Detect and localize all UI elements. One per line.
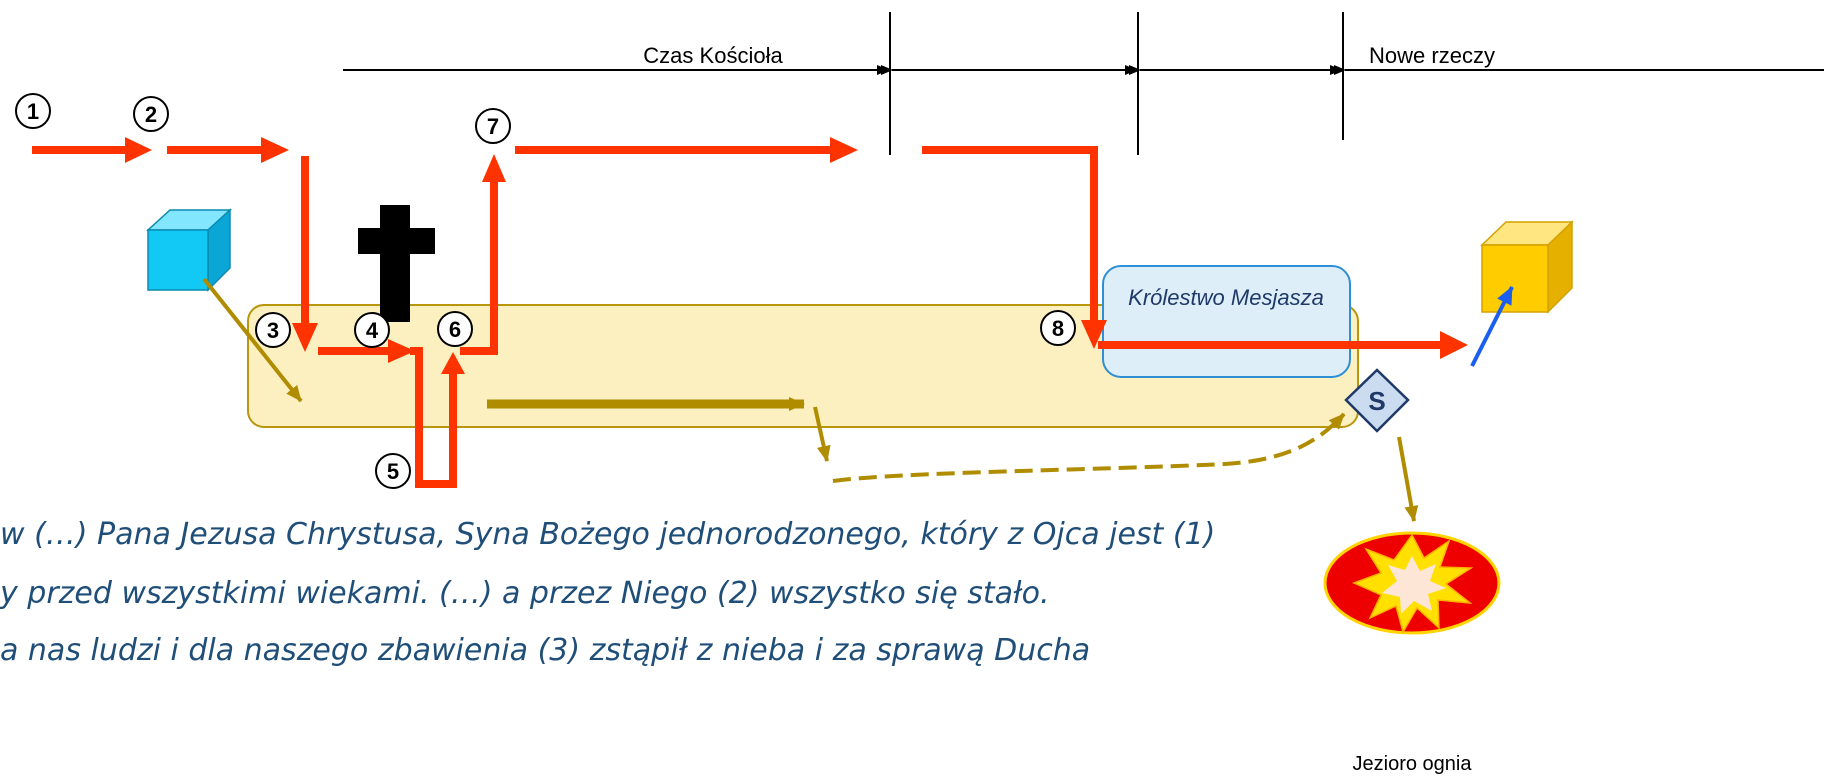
lake-of-fire-icon <box>1323 531 1501 635</box>
satan-badge-letter: S <box>1368 386 1385 416</box>
messianic-kingdom-box <box>1102 265 1351 378</box>
olive-fall-path <box>202 277 1419 522</box>
step-marker-2: 2 <box>133 96 169 132</box>
step-marker-6: 6 <box>437 311 473 347</box>
satan-badge: S <box>1344 368 1410 433</box>
svg-text:3: 3 <box>267 318 279 343</box>
svg-text:7: 7 <box>487 114 499 139</box>
step-marker-4: 4 <box>354 312 390 348</box>
satan-to-lake-arrow <box>1397 436 1419 522</box>
timeline: Czas Kościoła Nowe rzeczy <box>343 12 1824 155</box>
red-christ-path <box>32 137 1468 488</box>
messianic-kingdom-label: Królestwo Mesjasza <box>1128 285 1324 310</box>
dashed-path-to-satan <box>832 412 1346 483</box>
step-marker-7: 7 <box>475 108 511 144</box>
step-marker-3: 3 <box>255 312 291 348</box>
new-creation-cube-icon <box>1480 220 1574 314</box>
svg-text:4: 4 <box>366 318 379 343</box>
svg-text:2: 2 <box>145 102 157 127</box>
creed-line-3: a nas ludzi i dla naszego zbawienia (3) … <box>0 633 1091 668</box>
restoration-arrow <box>1470 286 1514 367</box>
step-marker-1: 1 <box>15 93 51 129</box>
step-marker-8: 8 <box>1040 310 1076 346</box>
drop-arrow <box>813 406 831 462</box>
lake-of-fire-label: Jezioro ognia <box>1353 753 1473 775</box>
new-things-label: Nowe rzeczy <box>1369 43 1495 68</box>
fall-arrow <box>202 277 303 403</box>
creed-line-2: y przed wszystkimi wiekami. (…) a przez … <box>0 576 1050 611</box>
svg-text:8: 8 <box>1052 316 1064 341</box>
svg-text:5: 5 <box>387 459 399 484</box>
cross-icon <box>358 205 435 322</box>
step-marker-5: 5 <box>375 453 411 489</box>
creed-line-1: w (…) Pana Jezusa Chrystusa, Syna Bożego… <box>0 517 1216 552</box>
svg-text:6: 6 <box>449 317 461 342</box>
old-creation-cube-icon <box>146 208 232 292</box>
svg-text:1: 1 <box>27 99 39 124</box>
church-age-label: Czas Kościoła <box>643 43 783 68</box>
earth-history-band <box>247 304 1359 428</box>
